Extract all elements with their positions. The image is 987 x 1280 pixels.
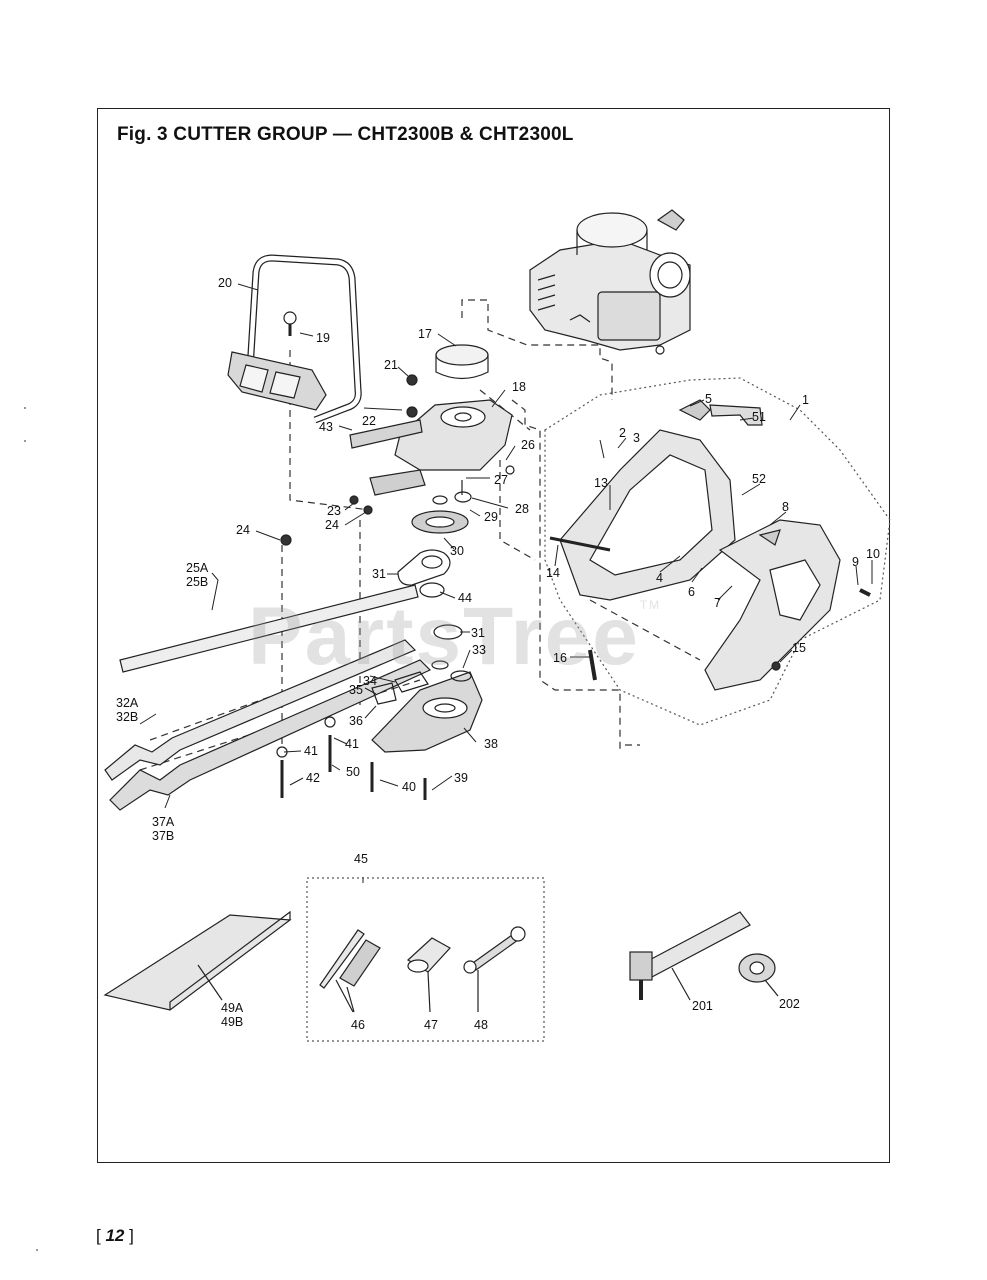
label-part-15: 15 <box>792 641 806 655</box>
label-part-31-lower: 31 <box>471 626 485 640</box>
label-part-37a: 37A <box>152 815 175 829</box>
label-part-23: 23 <box>327 504 341 518</box>
label-part-201: 201 <box>692 999 713 1013</box>
label-part-27: 27 <box>494 473 508 487</box>
label-part-35: 35 <box>349 683 363 697</box>
label-part-14: 14 <box>546 566 560 580</box>
label-part-44: 44 <box>458 591 472 605</box>
label-part-48: 48 <box>474 1018 488 1032</box>
label-part-4: 4 <box>656 571 663 585</box>
label-part-25a: 25A <box>186 561 209 575</box>
label-part-28: 28 <box>515 502 529 516</box>
figure-title: Fig. 3 CUTTER GROUP — CHT2300B & CHT2300… <box>117 124 574 145</box>
label-part-20: 20 <box>218 276 232 290</box>
scan-speck <box>24 440 26 442</box>
label-part-40: 40 <box>402 780 416 794</box>
label-part-32b: 32B <box>116 710 139 724</box>
label-part-49b: 49B <box>221 1015 244 1029</box>
label-part-41-left: 41 <box>304 744 318 758</box>
label-part-6: 6 <box>688 585 695 599</box>
label-part-1: 1 <box>802 393 809 407</box>
label-part-47: 47 <box>424 1018 438 1032</box>
label-part-202: 202 <box>779 997 800 1011</box>
page-number: [ 12 ] <box>96 1226 134 1245</box>
label-part-52: 52 <box>752 472 766 486</box>
label-part-10: 10 <box>866 547 880 561</box>
label-part-51: 51 <box>752 410 766 424</box>
label-part-24-upper: 24 <box>325 518 339 532</box>
label-part-46: 46 <box>351 1018 365 1032</box>
label-part-38: 38 <box>484 737 498 751</box>
label-part-21: 21 <box>384 358 398 372</box>
label-part-25b: 25B <box>186 575 209 589</box>
label-part-9: 9 <box>852 555 859 569</box>
label-part-29: 29 <box>484 510 498 524</box>
label-part-19: 19 <box>316 331 330 345</box>
engine-illustration <box>529 209 691 355</box>
label-part-37b: 37B <box>152 829 175 843</box>
label-part-43: 43 <box>319 420 333 434</box>
figure-frame <box>97 108 890 1163</box>
label-part-32a: 32A <box>116 696 139 710</box>
label-part-30: 30 <box>450 544 464 558</box>
label-part-22: 22 <box>362 414 376 428</box>
label-part-41-right: 41 <box>345 737 359 751</box>
label-part-24-lower: 24 <box>236 523 250 537</box>
scan-speck <box>36 1249 38 1251</box>
label-part-5: 5 <box>705 392 712 406</box>
label-part-42: 42 <box>306 771 320 785</box>
label-part-36: 36 <box>349 714 363 728</box>
label-part-13: 13 <box>594 476 608 490</box>
label-part-2: 2 <box>619 426 626 440</box>
label-part-49a: 49A <box>221 1001 244 1015</box>
label-part-45: 45 <box>354 852 368 866</box>
front-handle <box>227 254 362 424</box>
label-part-39: 39 <box>454 771 468 785</box>
label-part-18: 18 <box>512 380 526 394</box>
label-part-31-upper: 31 <box>372 567 386 581</box>
label-part-17: 17 <box>418 327 432 341</box>
label-part-33: 33 <box>472 643 486 657</box>
label-part-8: 8 <box>782 500 789 514</box>
label-part-3: 3 <box>633 431 640 445</box>
label-part-7: 7 <box>714 596 721 610</box>
label-part-26: 26 <box>521 438 535 452</box>
scan-speck <box>24 407 26 409</box>
label-part-50: 50 <box>346 765 360 779</box>
label-part-34: 34 <box>363 674 377 688</box>
parts-tree-watermark: PartsTreeTM <box>248 591 662 682</box>
label-part-16: 16 <box>553 651 567 665</box>
rear-handle <box>559 429 841 691</box>
